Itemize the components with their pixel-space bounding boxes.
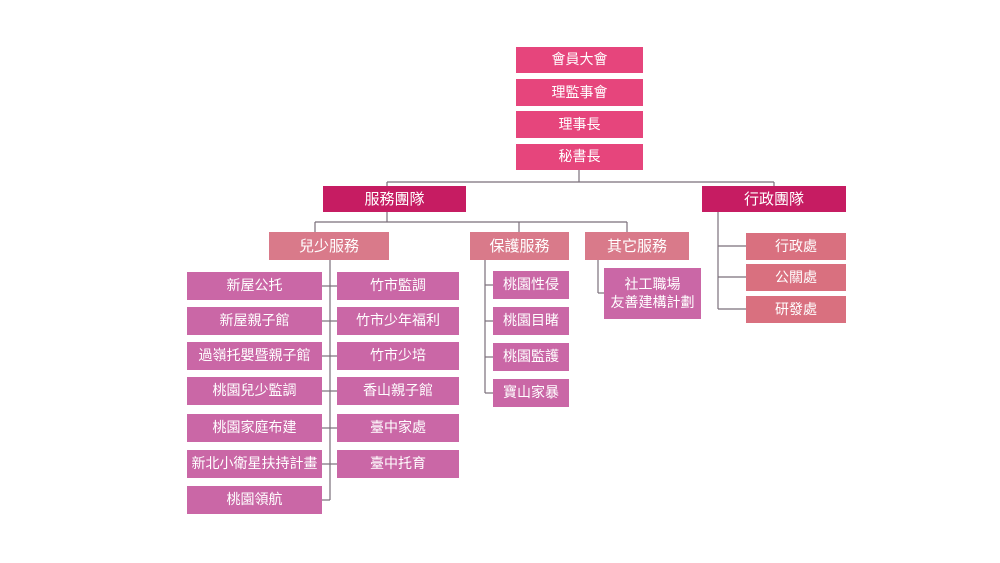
unit-new-taipei-satellite-plan: 新北小衛星扶持計畫 — [187, 450, 322, 478]
node-chairman: 理事長 — [516, 111, 643, 138]
unit-taoyuan-pilot: 桃園領航 — [187, 486, 322, 514]
unit-hsinchu-youth-training: 竹市少培 — [337, 342, 459, 370]
unit-taoyuan-child-supervision: 桃園兒少監調 — [187, 377, 322, 405]
node-secretary-general: 秘書長 — [516, 144, 643, 170]
node-service-team: 服務團隊 — [323, 186, 466, 212]
unit-xiangshan-parent-child-center: 香山親子館 — [337, 377, 459, 405]
unit-baoshan-domestic-violence: 寶山家暴 — [493, 379, 569, 407]
unit-social-work-line2: 友善建構計劃 — [610, 294, 695, 311]
unit-hsinchu-youth-welfare: 竹市少年福利 — [337, 307, 459, 335]
unit-taoyuan-guardianship: 桃園監護 — [493, 343, 569, 371]
unit-taichung-family: 臺中家處 — [337, 414, 459, 442]
unit-social-work-workplace: 社工職場 友善建構計劃 — [604, 268, 701, 319]
unit-guoling-infant-center: 過嶺托嬰暨親子館 — [187, 342, 322, 370]
unit-public-relations: 公關處 — [746, 264, 846, 291]
node-other-services: 其它服務 — [585, 232, 689, 260]
unit-social-work-line1: 社工職場 — [624, 276, 681, 293]
unit-hsinchu-supervision: 竹市監調 — [337, 272, 459, 300]
unit-xinwu-public-daycare: 新屋公托 — [187, 272, 322, 300]
node-admin-team: 行政團隊 — [702, 186, 846, 212]
node-board: 理監事會 — [516, 79, 643, 106]
node-general-assembly: 會員大會 — [516, 47, 643, 73]
node-children-services: 兒少服務 — [269, 232, 389, 260]
unit-administration: 行政處 — [746, 233, 846, 260]
unit-xinwu-parent-child-center: 新屋親子館 — [187, 307, 322, 335]
unit-research-development: 研發處 — [746, 296, 846, 323]
unit-taichung-childcare: 臺中托育 — [337, 450, 459, 478]
unit-taoyuan-family-network: 桃園家庭布建 — [187, 414, 322, 442]
node-protection-services: 保護服務 — [470, 232, 569, 260]
unit-taoyuan-sexual-assault: 桃園性侵 — [493, 271, 569, 299]
unit-taoyuan-witness: 桃園目睹 — [493, 307, 569, 335]
